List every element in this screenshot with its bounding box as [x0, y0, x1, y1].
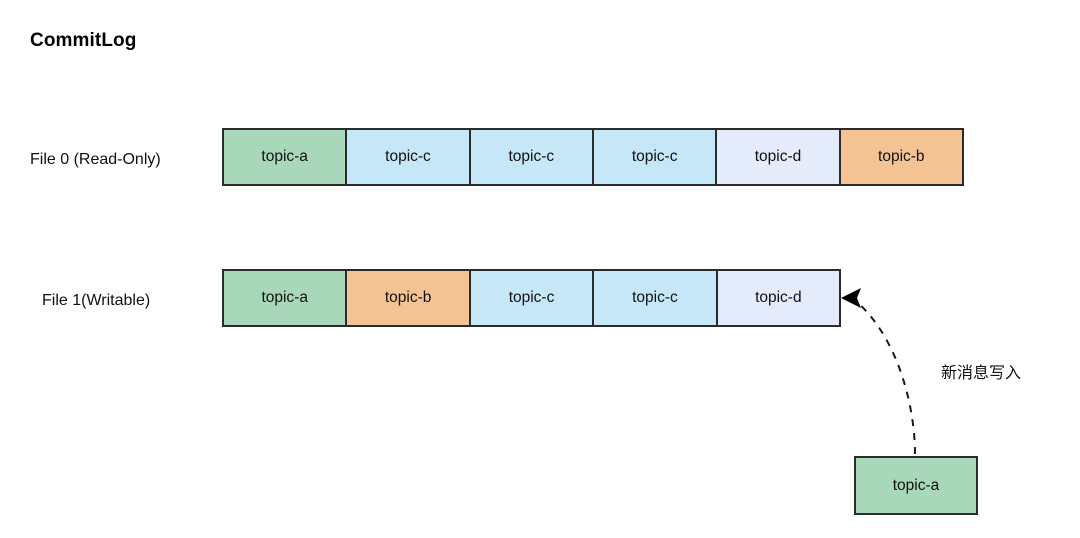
segment-file0-3[interactable]: topic-c [593, 130, 718, 184]
file-0-strip: topic-a topic-c topic-c topic-c topic-d … [222, 128, 964, 186]
segment-file0-5[interactable]: topic-b [840, 130, 962, 184]
arrowhead-icon [841, 288, 861, 308]
dashed-curve [855, 300, 916, 455]
incoming-message-box[interactable]: topic-a [854, 456, 978, 515]
segment-file1-0[interactable]: topic-a [224, 271, 348, 325]
segment-label: topic-b [878, 148, 925, 165]
segment-file0-2[interactable]: topic-c [470, 130, 594, 184]
page-title: CommitLog [30, 30, 137, 51]
segment-label: topic-c [631, 148, 678, 165]
file-1-label: File 1(Writable) [42, 292, 151, 309]
segment-file1-2[interactable]: topic-c [470, 271, 595, 325]
segment-file1-3[interactable]: topic-c [594, 271, 718, 325]
segment-label: topic-a [261, 289, 308, 306]
file-1-strip: topic-a topic-b topic-c topic-c topic-d [222, 269, 841, 327]
segment-file0-1[interactable]: topic-c [347, 130, 471, 184]
incoming-message-label: topic-a [892, 476, 940, 494]
write-annotation-label: 新消息写入 [941, 365, 1022, 382]
segment-file1-1[interactable]: topic-b [347, 271, 471, 325]
segment-file1-4[interactable]: topic-d [717, 271, 840, 325]
segment-label: topic-c [508, 148, 555, 165]
segment-file0-0[interactable]: topic-a [224, 130, 348, 184]
segment-label: topic-a [261, 148, 308, 165]
segment-label: topic-b [384, 289, 432, 306]
segment-label: topic-d [755, 289, 802, 306]
segment-file0-4[interactable]: topic-d [717, 130, 841, 184]
file-0-label: File 0 (Read-Only) [30, 151, 161, 168]
segment-label: topic-d [754, 148, 802, 165]
segment-label: topic-c [632, 289, 678, 306]
segment-label: topic-c [508, 289, 555, 306]
segment-label: topic-c [385, 148, 431, 165]
